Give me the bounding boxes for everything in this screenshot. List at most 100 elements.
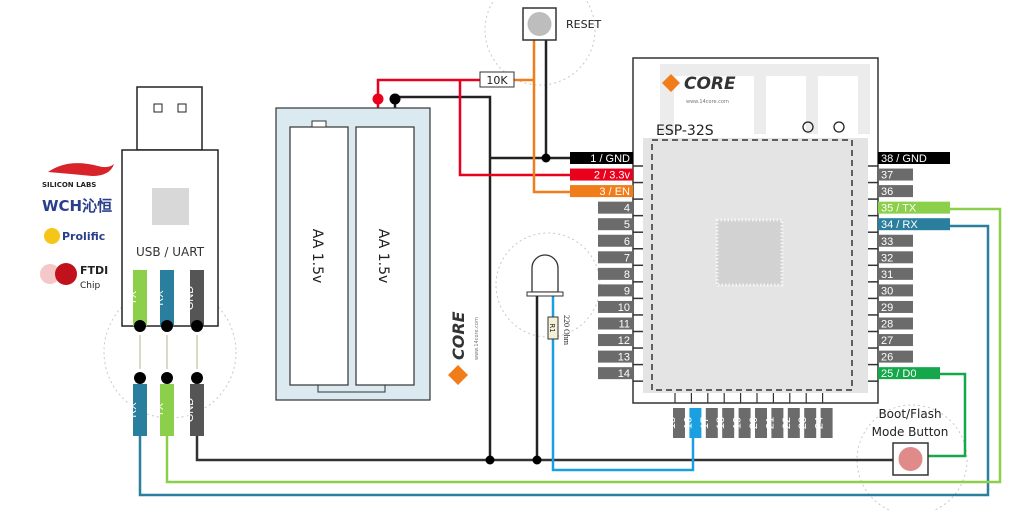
right-pin-label: 28 [881, 319, 893, 331]
bottom-pin-label: 20 [748, 417, 760, 429]
core-logo-text: CORE [449, 311, 468, 360]
resistor-10k-label: 10K [486, 74, 508, 87]
cable-pin-label: GND [184, 398, 196, 423]
left-pin [570, 168, 633, 181]
right-pin [878, 350, 913, 363]
left-pin [598, 367, 633, 380]
left-pin [570, 152, 633, 164]
reset-label: RESET [566, 18, 602, 31]
bottom-pin-label: 15 [666, 417, 678, 429]
left-pin-label: 9 [624, 285, 630, 297]
antenna-trace [660, 64, 870, 134]
connection-dot [134, 372, 146, 384]
left-pin [598, 284, 633, 297]
boot-button-cap[interactable] [898, 447, 923, 471]
usb-pin-label: RX [154, 290, 166, 306]
wire-en [532, 40, 572, 194]
connection-dot [191, 320, 203, 332]
wire-led-io16 [551, 296, 695, 472]
cable-pin-label: TX [154, 402, 166, 417]
right-pin-label: 25 / D0 [881, 368, 916, 380]
right-pin-label: 31 [881, 269, 893, 281]
right-pin [878, 334, 913, 347]
bottom-pin-label: 18 [715, 417, 727, 429]
boot-flash-button[interactable] [892, 442, 929, 476]
battery-terminal [311, 120, 327, 128]
junction-dot [541, 153, 551, 163]
left-pin-label: 10 [618, 302, 630, 314]
right-pin-label: 34 / RX [881, 219, 918, 231]
right-pin [878, 300, 913, 313]
bottom-pin-label: 22 [781, 417, 793, 429]
left-pin [570, 185, 633, 198]
right-pin [878, 284, 913, 297]
left-pin-label: 8 [624, 269, 630, 281]
left-pin [598, 317, 633, 330]
connection-dot [161, 372, 173, 384]
usb-pin-tx [133, 270, 147, 326]
usb-plug-hole [153, 103, 163, 113]
silicon-labs-logo [48, 163, 114, 176]
bottom-pin [673, 408, 685, 438]
bottom-pin [771, 408, 784, 438]
core-logo-text: CORE [684, 74, 736, 94]
bottom-pin [722, 408, 735, 438]
battery-cell-label: AA 1.5v [309, 229, 325, 284]
bottom-pin [689, 408, 702, 438]
left-pin-label: 5 [624, 219, 630, 231]
reset-highlight [484, 0, 596, 86]
cable-pin-gnd [190, 384, 204, 436]
right-pin-label: 26 [881, 352, 893, 364]
right-pin-label: 27 [881, 335, 893, 347]
usb-pin-label: GND [184, 286, 196, 311]
bottom-pin [787, 408, 800, 438]
right-pin [878, 367, 940, 380]
usb-pin-label: TX [127, 290, 139, 305]
bottom-pin-label: 19 [732, 417, 744, 429]
reset-button-cap[interactable] [527, 12, 552, 36]
core-logo-url: www.14core.com [686, 99, 729, 105]
left-pin-label: 14 [618, 368, 630, 380]
battery-positive-dot [372, 93, 384, 105]
left-pin [598, 218, 633, 231]
wire-gnd-boot [195, 435, 893, 462]
junction-dots [485, 153, 551, 465]
esp-chip [715, 218, 784, 287]
battery-holder: AA 1.5v AA 1.5v [275, 93, 431, 401]
bottom-pin [755, 408, 767, 438]
left-pin-label: 2 / 3.3v [594, 170, 631, 182]
right-pin [878, 152, 950, 164]
wch-logo-text: WCH沁恒 [42, 197, 112, 215]
bottom-pin-label: 17 [699, 417, 711, 429]
led-resistor-value: 220 Ohm [562, 315, 571, 346]
bottom-pin-label: 16 [682, 417, 694, 429]
led-resistor-label: R1 [548, 323, 556, 332]
ftdi-logo-shadow [40, 264, 60, 284]
shield-outline [651, 139, 853, 391]
battery-link [317, 385, 386, 393]
right-pin-label: 36 [881, 186, 893, 198]
reset-button[interactable] [522, 7, 557, 41]
left-pin-label: 6 [624, 236, 630, 248]
usb-pin-gnd [190, 270, 204, 326]
left-pin-label: 4 [624, 203, 630, 215]
core-logo-url: www.14core.com [474, 317, 480, 360]
usb-top-pins: TX RX GND [127, 270, 204, 326]
usb-plug [136, 86, 203, 151]
module-title: ESP-32S [656, 123, 714, 139]
wire-rx [138, 224, 990, 497]
ftdi-text: FTDI [80, 264, 108, 277]
mount-hole [833, 121, 845, 133]
junction-dot [532, 455, 542, 465]
right-pin [878, 185, 913, 198]
left-pin [598, 267, 633, 280]
right-pin-label: 38 / GND [881, 153, 927, 165]
right-pin [878, 267, 913, 280]
boot-button-label-line1: Boot/Flash [878, 407, 941, 421]
silicon-labs-text: SILICON LABS [42, 181, 96, 189]
right-pin [878, 317, 913, 330]
bottom-pin [804, 408, 817, 438]
right-pin-label: 35 / TX [881, 203, 917, 215]
